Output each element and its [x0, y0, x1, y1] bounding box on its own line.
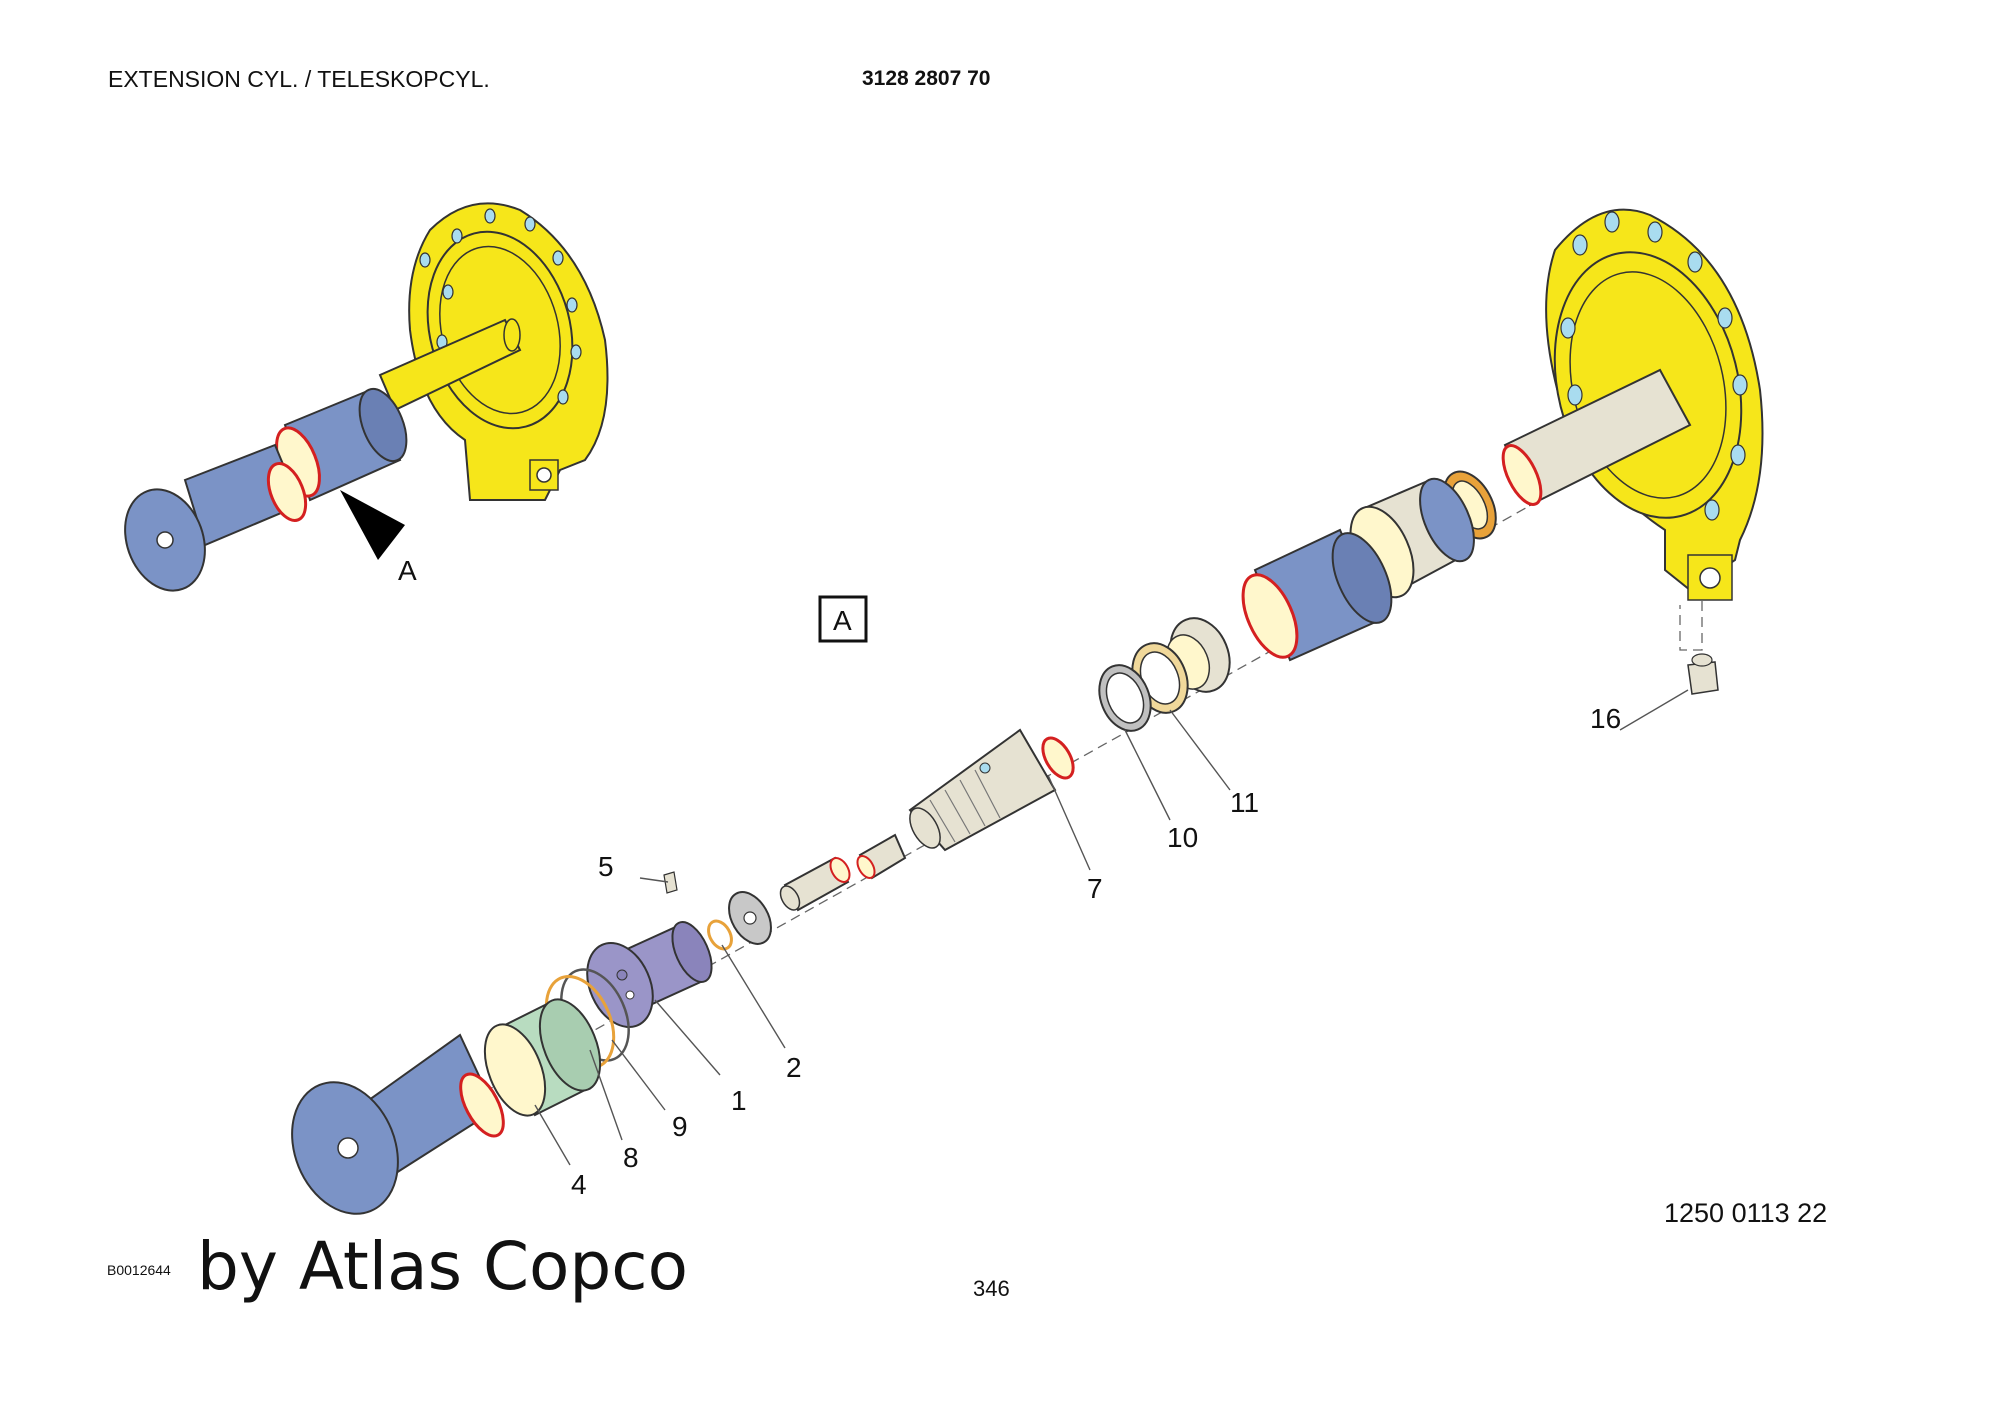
callout-4: 4	[571, 1169, 587, 1200]
washer	[728, 891, 772, 945]
rod-end-7	[908, 728, 1075, 852]
callout-7: 7	[1087, 873, 1103, 904]
guide-band-4	[483, 998, 602, 1117]
view-pointer-label: A	[398, 555, 417, 586]
part-number: 3128 2807 70	[862, 67, 991, 90]
overview-barrel	[275, 387, 408, 502]
page-title: EXTENSION CYL. / TELESKOPCYL.	[108, 66, 490, 92]
callout-8: 8	[623, 1142, 639, 1173]
spacer-tube-upper	[856, 833, 907, 880]
plug-16	[1687, 653, 1719, 695]
callout-2: 2	[786, 1052, 802, 1083]
piston-1	[586, 921, 713, 1029]
callout-labels: 1 2 4 5 7 8 9 10 11 16	[571, 703, 1621, 1200]
detail-view-label: A	[833, 605, 852, 636]
callout-9: 9	[672, 1111, 688, 1142]
o-ring-2	[707, 919, 733, 951]
callout-5: 5	[598, 851, 614, 882]
figure-code: B0012644	[107, 1262, 171, 1278]
cylinder-head	[291, 1033, 505, 1215]
overview-cylinder-head	[124, 443, 308, 592]
plug-axis	[1679, 585, 1703, 651]
overview-assembly: A	[124, 202, 609, 592]
callout-1: 1	[731, 1085, 747, 1116]
callout-16: 16	[1590, 703, 1621, 734]
piston-rod	[1501, 368, 1692, 507]
spacer-tube-lower	[779, 856, 851, 912]
view-pointer-arrow	[340, 490, 405, 560]
set-screw-5	[663, 871, 678, 894]
guide-ring-10	[1098, 664, 1152, 732]
watermark: by Atlas Copco	[197, 1228, 688, 1305]
callout-10: 10	[1167, 822, 1198, 853]
cylinder-barrel	[1241, 528, 1393, 662]
leader-lines	[534, 689, 1689, 1166]
page-number: 346	[973, 1276, 1010, 1301]
drawing-number: 1250 0113 22	[1664, 1198, 1828, 1228]
detail-view-label-box: A	[818, 595, 868, 643]
callout-11: 11	[1230, 787, 1259, 818]
guide-ring-11	[1131, 617, 1231, 714]
